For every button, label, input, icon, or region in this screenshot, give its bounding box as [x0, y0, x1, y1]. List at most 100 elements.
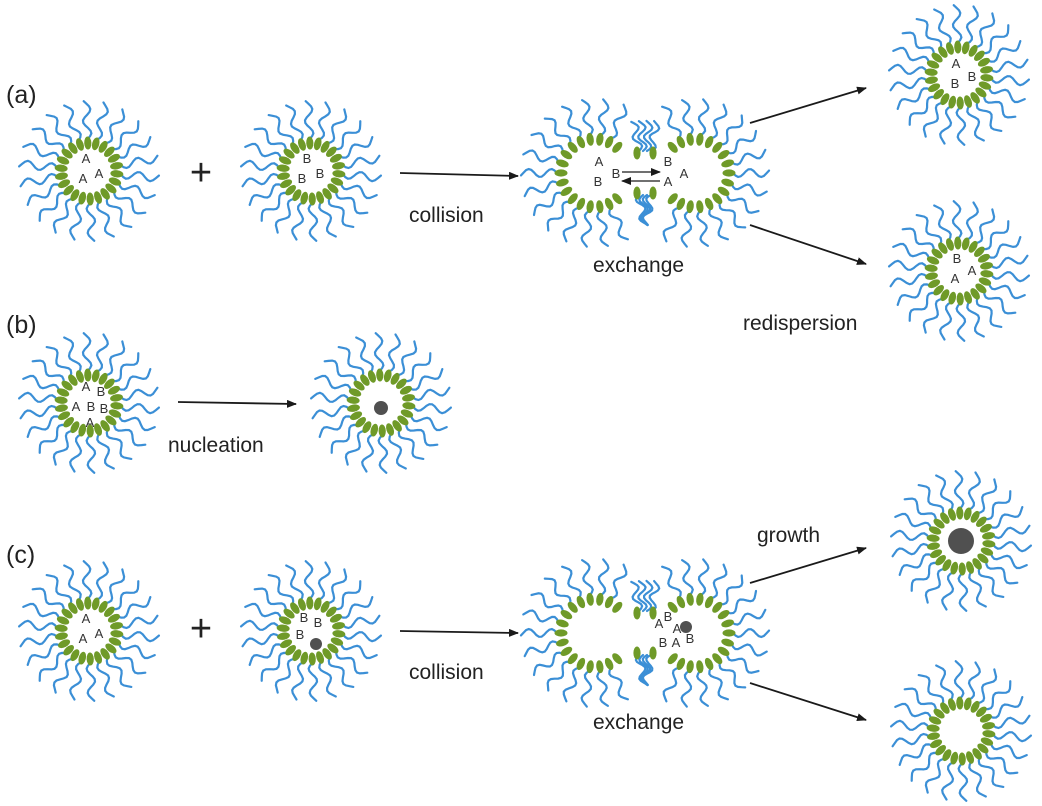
surfactant-head	[276, 164, 290, 172]
surfactant-head	[332, 630, 346, 638]
surfactant-tail	[662, 666, 681, 703]
surfactant-head	[360, 374, 370, 386]
surfactant-head	[332, 170, 346, 178]
surfactant-head	[392, 420, 402, 432]
surfactant-head	[928, 83, 941, 93]
panel-label-c: (c)	[6, 541, 35, 569]
surfactant-tail	[45, 114, 73, 146]
surfactant-tail	[725, 129, 758, 155]
surfactant-tail	[240, 159, 281, 171]
surfactant-head	[283, 148, 295, 159]
surfactant-head	[977, 253, 990, 263]
surfactant-tail	[333, 120, 362, 151]
nanoparticle	[310, 638, 322, 650]
surfactant-head	[367, 370, 376, 383]
surfactant-head	[327, 183, 339, 194]
surfactant-tail	[119, 171, 160, 183]
surfactant-head	[633, 146, 641, 160]
surfactant-head	[576, 135, 586, 149]
surfactant-head	[397, 415, 409, 426]
micelle-a-product-lower: BAA	[888, 200, 1030, 342]
surfactant-head	[58, 179, 71, 189]
surfactant-tail	[519, 627, 559, 638]
surfactant-tail	[408, 368, 444, 391]
surfactant-head	[104, 146, 115, 157]
surfactant-head	[721, 159, 734, 168]
surfactant-tail	[718, 574, 744, 606]
surfactant-head	[576, 657, 586, 671]
surfactant-head	[329, 153, 342, 163]
surfactant-tail	[609, 103, 628, 140]
surfactant-tail	[976, 478, 998, 515]
surfactant-head	[704, 197, 714, 211]
surfactant-head	[280, 639, 293, 649]
surfactant-head	[717, 149, 730, 160]
surfactant-tail	[561, 105, 582, 140]
surfactant-tail	[344, 429, 366, 466]
surfactant-tail	[630, 120, 644, 153]
surfactant-tail	[241, 172, 281, 188]
surfactant-tail	[661, 565, 682, 600]
surfactant-tail	[519, 167, 559, 178]
surfactant-head	[970, 700, 980, 713]
surfactant-tail	[908, 95, 937, 126]
surfactant-head	[110, 162, 123, 170]
surfactant-tail	[889, 272, 929, 288]
surfactant-tail	[22, 602, 61, 621]
surfactant-head	[972, 558, 982, 570]
surfactant-tail	[409, 413, 448, 432]
surfactant-head	[86, 652, 94, 666]
surfactant-head	[948, 291, 957, 305]
surfactant-tail	[924, 567, 946, 604]
surfactant-head	[722, 629, 736, 637]
surfactant-tail	[967, 471, 981, 511]
surfactant-head	[68, 374, 78, 386]
surfactant-tail	[965, 5, 979, 45]
surfactant-head	[722, 169, 736, 177]
surfactant-head	[110, 622, 123, 630]
surfactant-head	[108, 637, 122, 646]
surfactant-head	[721, 178, 734, 187]
surfactant-head	[362, 421, 372, 434]
reactant-A: A	[680, 166, 689, 181]
surfactant-tail	[326, 568, 348, 605]
surfactant-tail	[640, 193, 651, 227]
surfactant-tail	[119, 154, 159, 170]
surfactant-head	[70, 421, 80, 434]
surfactant-head	[954, 236, 962, 250]
surfactant-tail	[111, 120, 140, 151]
surfactant-tail	[643, 579, 654, 613]
surfactant-head	[56, 616, 70, 625]
surfactant-tail	[637, 580, 648, 613]
surfactant-tail	[989, 75, 1030, 87]
surfactant-head	[954, 40, 962, 54]
surfactant-head	[554, 629, 568, 637]
surfactant-head	[604, 595, 614, 609]
surfactant-head	[376, 368, 384, 382]
surfactant-tail	[908, 291, 937, 322]
surfactant-head	[940, 93, 950, 106]
surfactant-tail	[894, 512, 933, 531]
surfactant-head	[978, 277, 992, 286]
surfactant-tail	[580, 209, 593, 248]
surfactant-tail	[38, 423, 67, 454]
surfactant-tail	[890, 719, 931, 731]
surfactant-tail	[697, 98, 710, 137]
surfactant-tail	[318, 200, 337, 238]
surfactant-tail	[253, 127, 287, 153]
surfactant-head	[68, 142, 78, 154]
surfactant-tail	[648, 580, 661, 613]
surfactant-tail	[892, 242, 931, 261]
surfactant-head	[633, 186, 641, 200]
surfactant-head	[63, 417, 74, 428]
surfactant-head	[970, 510, 980, 523]
surfactant-head	[556, 178, 569, 187]
surfactant-tail	[530, 592, 565, 614]
surfactant-head	[332, 622, 345, 630]
surfactant-head	[977, 743, 989, 754]
surfactant-head	[347, 404, 360, 412]
